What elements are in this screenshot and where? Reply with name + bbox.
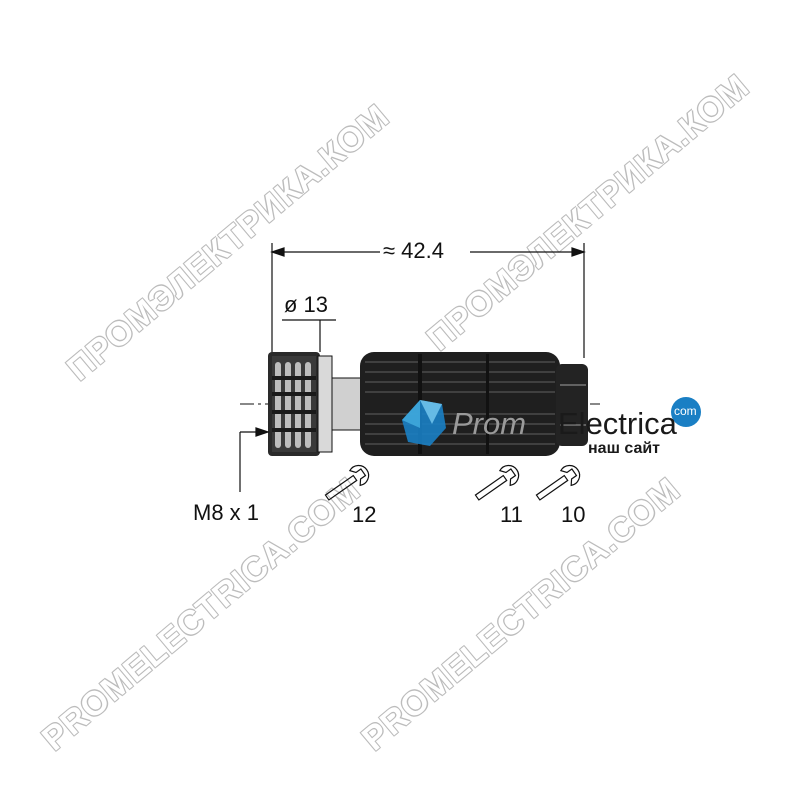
- wrench-size-12: 12: [352, 502, 377, 527]
- wrench-icon-11: [474, 464, 520, 501]
- logo-name-electrica: Electrica: [558, 406, 677, 441]
- rear-nut: [556, 364, 588, 446]
- diameter-label: ø 13: [284, 292, 329, 317]
- coupling-nut: [268, 352, 333, 456]
- logo-com-badge: com: [674, 404, 697, 418]
- thread-leader: [239, 427, 270, 492]
- logo-tagline: наш сайт: [588, 440, 661, 457]
- wrench-size-10: 10: [561, 502, 586, 527]
- diameter-leader: [282, 319, 336, 352]
- overall-length-label: ≈ 42.4: [383, 238, 445, 263]
- connector-neck: [331, 377, 363, 431]
- overall-length-dimension: [270, 243, 586, 358]
- wrench-icon-10: [535, 464, 581, 501]
- wrench-icon-12: [324, 464, 370, 501]
- thread-label: M8 x 1: [193, 500, 260, 525]
- wrench-size-11: 11: [500, 502, 523, 527]
- com-badge-circle: [671, 397, 701, 427]
- logo-name-prom: Prom: [452, 406, 527, 441]
- promelectrica-logo-icon: [402, 400, 446, 446]
